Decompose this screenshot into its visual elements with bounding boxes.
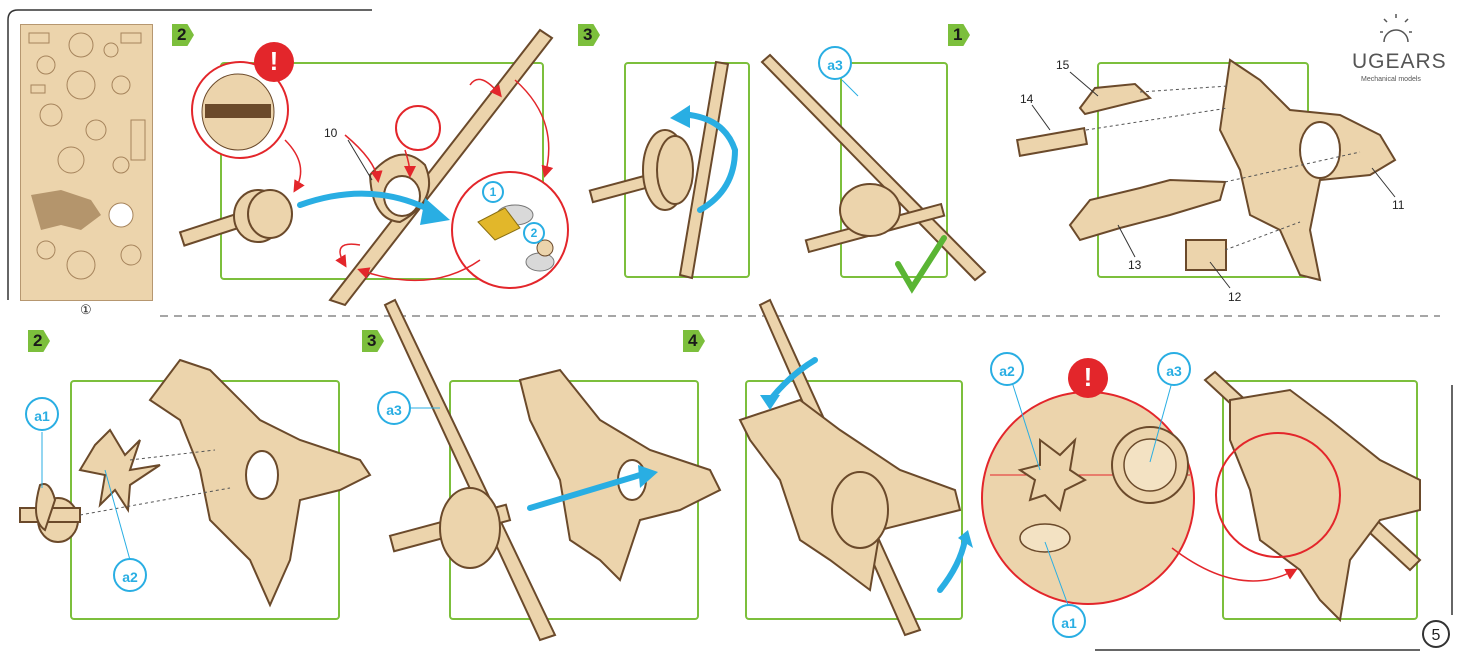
callout-a3-top: a3 [818, 46, 852, 80]
step-4-bottom: 4 [683, 330, 705, 352]
frame-bottom-step4 [745, 380, 963, 620]
sheet-cutouts-graphic [28, 32, 146, 280]
ugears-gear-icon [1380, 14, 1412, 43]
part-label-13: 13 [1128, 258, 1142, 272]
callout-a2-step2: a2 [113, 558, 147, 592]
page-number: 5 [1422, 620, 1450, 648]
callout-a3-detail: a3 [1157, 352, 1191, 386]
part-label-15: 15 [1056, 58, 1070, 72]
callout-a1-detail: a1 [1052, 604, 1086, 638]
step-1-top: 1 [948, 24, 970, 46]
warning-icon: ! [1083, 362, 1093, 392]
callout-a1-step2: a1 [25, 397, 59, 431]
part-label-11: 11 [1392, 198, 1405, 212]
brand-tagline: Mechanical models [1361, 76, 1421, 83]
callout-a3-step3: a3 [377, 391, 411, 425]
step-2-bottom: 2 [28, 330, 50, 352]
step-3-bottom: 3 [362, 330, 384, 352]
inset-marker-1: 1 [482, 181, 504, 203]
parts-sheet-thumbnail [20, 24, 153, 301]
part-label-10: 10 [324, 126, 338, 140]
part-label-14: 14 [1020, 92, 1034, 106]
frame-top-step3-right [840, 62, 948, 278]
step-2-top: 2 [172, 24, 194, 46]
callout-a2-detail: a2 [990, 352, 1024, 386]
sheet-label: ① [80, 302, 92, 317]
brand-name: UGEARS [1352, 50, 1447, 73]
step-3-top: 3 [578, 24, 600, 46]
warning-icon: ! [269, 46, 279, 76]
inset-marker-2: 2 [523, 222, 545, 244]
part-label-12: 12 [1228, 290, 1242, 304]
